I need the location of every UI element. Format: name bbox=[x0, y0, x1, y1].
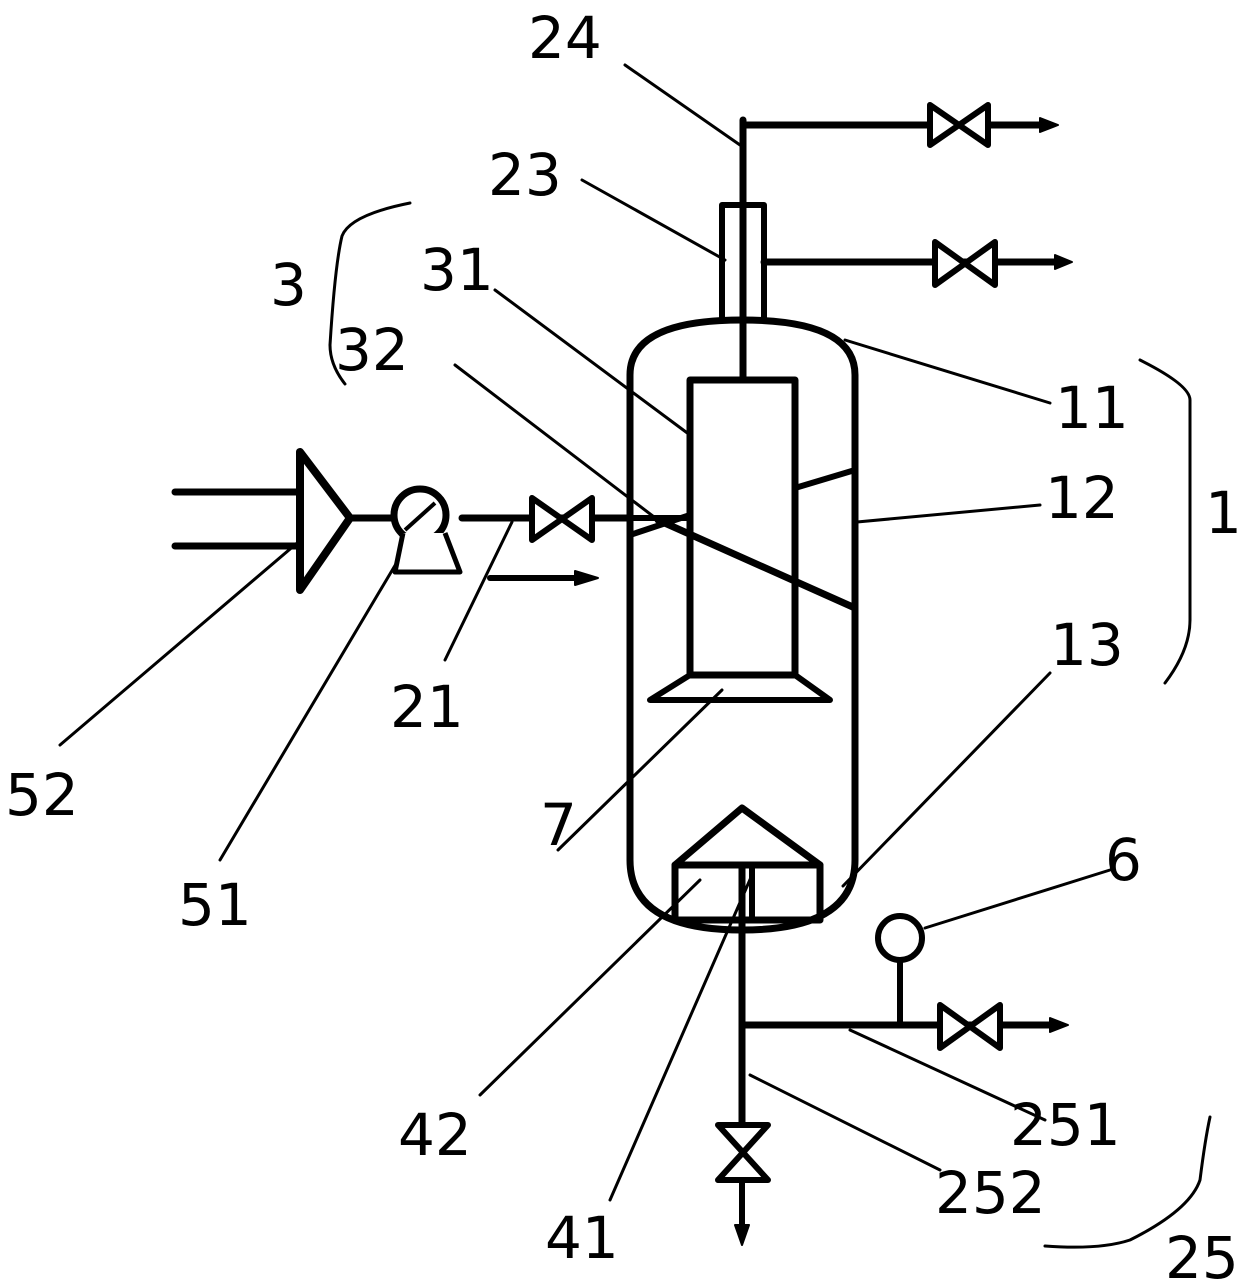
bottom-cone bbox=[671, 804, 824, 869]
label-6: 6 bbox=[1105, 826, 1142, 894]
inner-cylinder bbox=[686, 376, 799, 679]
bracket-1 bbox=[1138, 358, 1192, 685]
label-51: 51 bbox=[178, 871, 252, 939]
bracket-3 bbox=[328, 201, 412, 386]
leader-252 bbox=[748, 1073, 942, 1172]
flow-arrow-icon bbox=[574, 570, 599, 586]
leader-32b bbox=[654, 516, 859, 612]
label-3: 3 bbox=[270, 251, 307, 319]
label-25: 25 bbox=[1165, 1224, 1239, 1285]
label-12: 12 bbox=[1045, 464, 1119, 532]
bottom-box bbox=[671, 861, 824, 924]
valve-inlet-icon bbox=[529, 495, 595, 543]
valve-251-icon bbox=[937, 1002, 1003, 1051]
label-41: 41 bbox=[545, 1204, 619, 1272]
mixer-icon bbox=[296, 448, 354, 594]
label-13: 13 bbox=[1050, 611, 1124, 679]
support-upper bbox=[792, 467, 858, 491]
label-21: 21 bbox=[390, 673, 464, 741]
leader-12 bbox=[855, 503, 1042, 524]
leader-7 bbox=[556, 688, 724, 852]
leader-31 bbox=[493, 288, 692, 437]
leader-42 bbox=[478, 878, 702, 1097]
label-252: 252 bbox=[935, 1159, 1046, 1227]
label-52: 52 bbox=[5, 761, 79, 829]
label-32: 32 bbox=[335, 316, 409, 384]
label-24: 24 bbox=[528, 4, 602, 72]
arrow-side-icon bbox=[1054, 254, 1073, 270]
vessel-shell bbox=[626, 316, 859, 934]
label-1: 1 bbox=[1205, 479, 1242, 547]
arrow-252-icon bbox=[734, 1224, 750, 1246]
label-7: 7 bbox=[540, 791, 577, 859]
leader-11 bbox=[843, 338, 1052, 405]
leader-23 bbox=[580, 178, 727, 262]
valve-252-icon bbox=[715, 1122, 771, 1183]
bracket-25 bbox=[1043, 1115, 1212, 1249]
label-11: 11 bbox=[1055, 374, 1129, 442]
leader-6 bbox=[923, 868, 1112, 930]
leader-251 bbox=[848, 1028, 1047, 1122]
pump-diag bbox=[403, 501, 437, 532]
pump-base-icon bbox=[392, 532, 463, 575]
valve-side-icon bbox=[932, 239, 998, 288]
arrow-251-icon bbox=[1049, 1017, 1069, 1033]
label-31: 31 bbox=[420, 236, 494, 304]
label-42: 42 bbox=[398, 1101, 472, 1169]
label-251: 251 bbox=[1010, 1091, 1121, 1159]
leader-32 bbox=[453, 363, 660, 522]
leader-52 bbox=[58, 513, 332, 747]
leader-21 bbox=[443, 520, 514, 662]
gauge-icon bbox=[875, 913, 925, 963]
inner-cone bbox=[647, 672, 833, 703]
leader-51 bbox=[218, 513, 427, 862]
leader-41 bbox=[608, 873, 754, 1202]
leader-13 bbox=[841, 671, 1052, 888]
leader-24 bbox=[623, 63, 742, 147]
label-23: 23 bbox=[488, 141, 562, 209]
valve-top-icon bbox=[927, 102, 991, 148]
arrow-top-icon bbox=[1039, 117, 1059, 133]
